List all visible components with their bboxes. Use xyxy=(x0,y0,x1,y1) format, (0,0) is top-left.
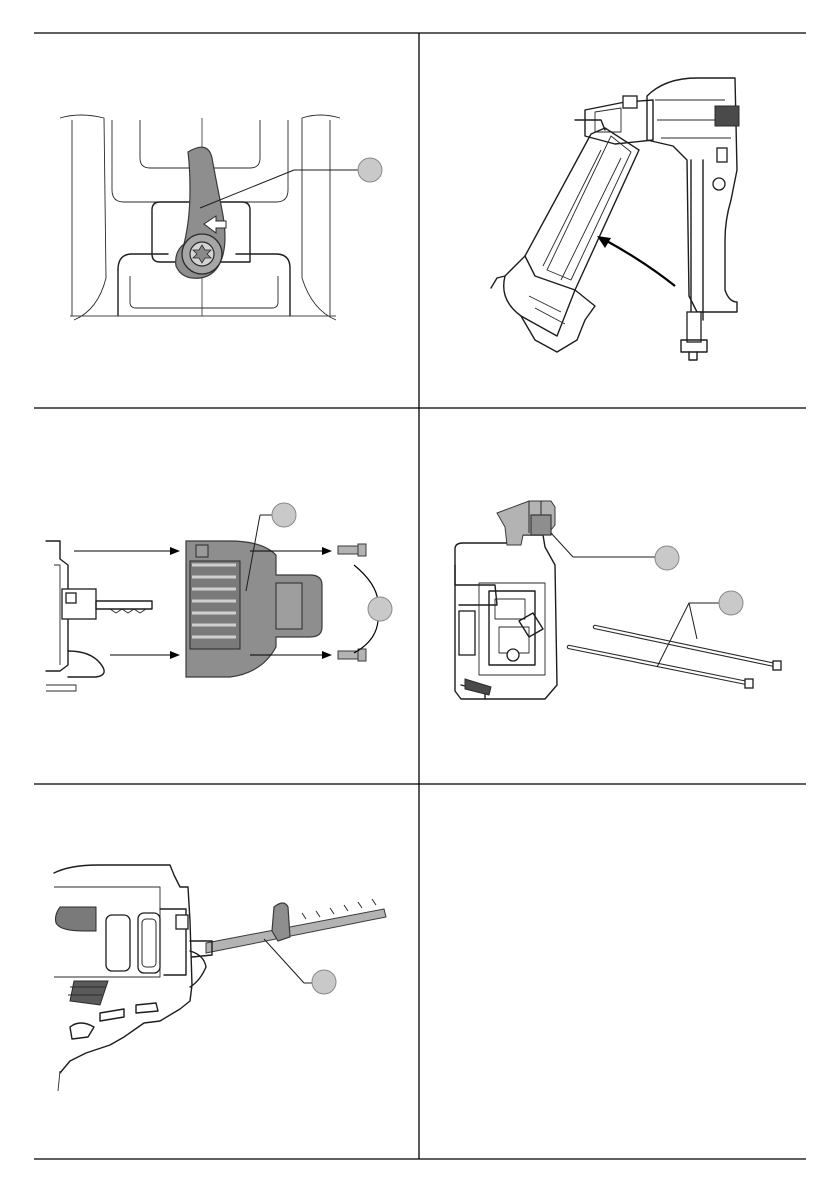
leader-line xyxy=(551,533,573,557)
pusher-rod-part xyxy=(190,899,386,957)
blank-panel xyxy=(425,791,800,1151)
figure-nose-cover xyxy=(40,415,415,775)
rods xyxy=(569,627,781,688)
figure-magazine-rods xyxy=(425,415,800,775)
screws xyxy=(338,544,366,661)
callout-circle xyxy=(368,597,392,621)
callout-circle xyxy=(358,158,382,182)
nailer-side-view xyxy=(54,865,206,1091)
figure-depth-lever xyxy=(40,40,415,400)
figure-pusher-rod xyxy=(40,791,415,1151)
latch-part xyxy=(497,501,555,545)
depth-lever-part xyxy=(176,147,226,278)
callout-circle xyxy=(719,591,743,615)
callout-circle xyxy=(655,546,679,570)
tool-side-view xyxy=(46,541,152,691)
callout-circle xyxy=(312,970,336,994)
figure-magazine-pivot xyxy=(425,40,800,400)
leader-line xyxy=(264,939,304,983)
callout-circle xyxy=(272,503,296,527)
magazine-part xyxy=(491,120,639,352)
rotation-arrow xyxy=(605,240,675,286)
leader-line xyxy=(657,603,719,667)
nose-cover-part xyxy=(186,541,322,677)
nailer-front xyxy=(455,535,557,699)
